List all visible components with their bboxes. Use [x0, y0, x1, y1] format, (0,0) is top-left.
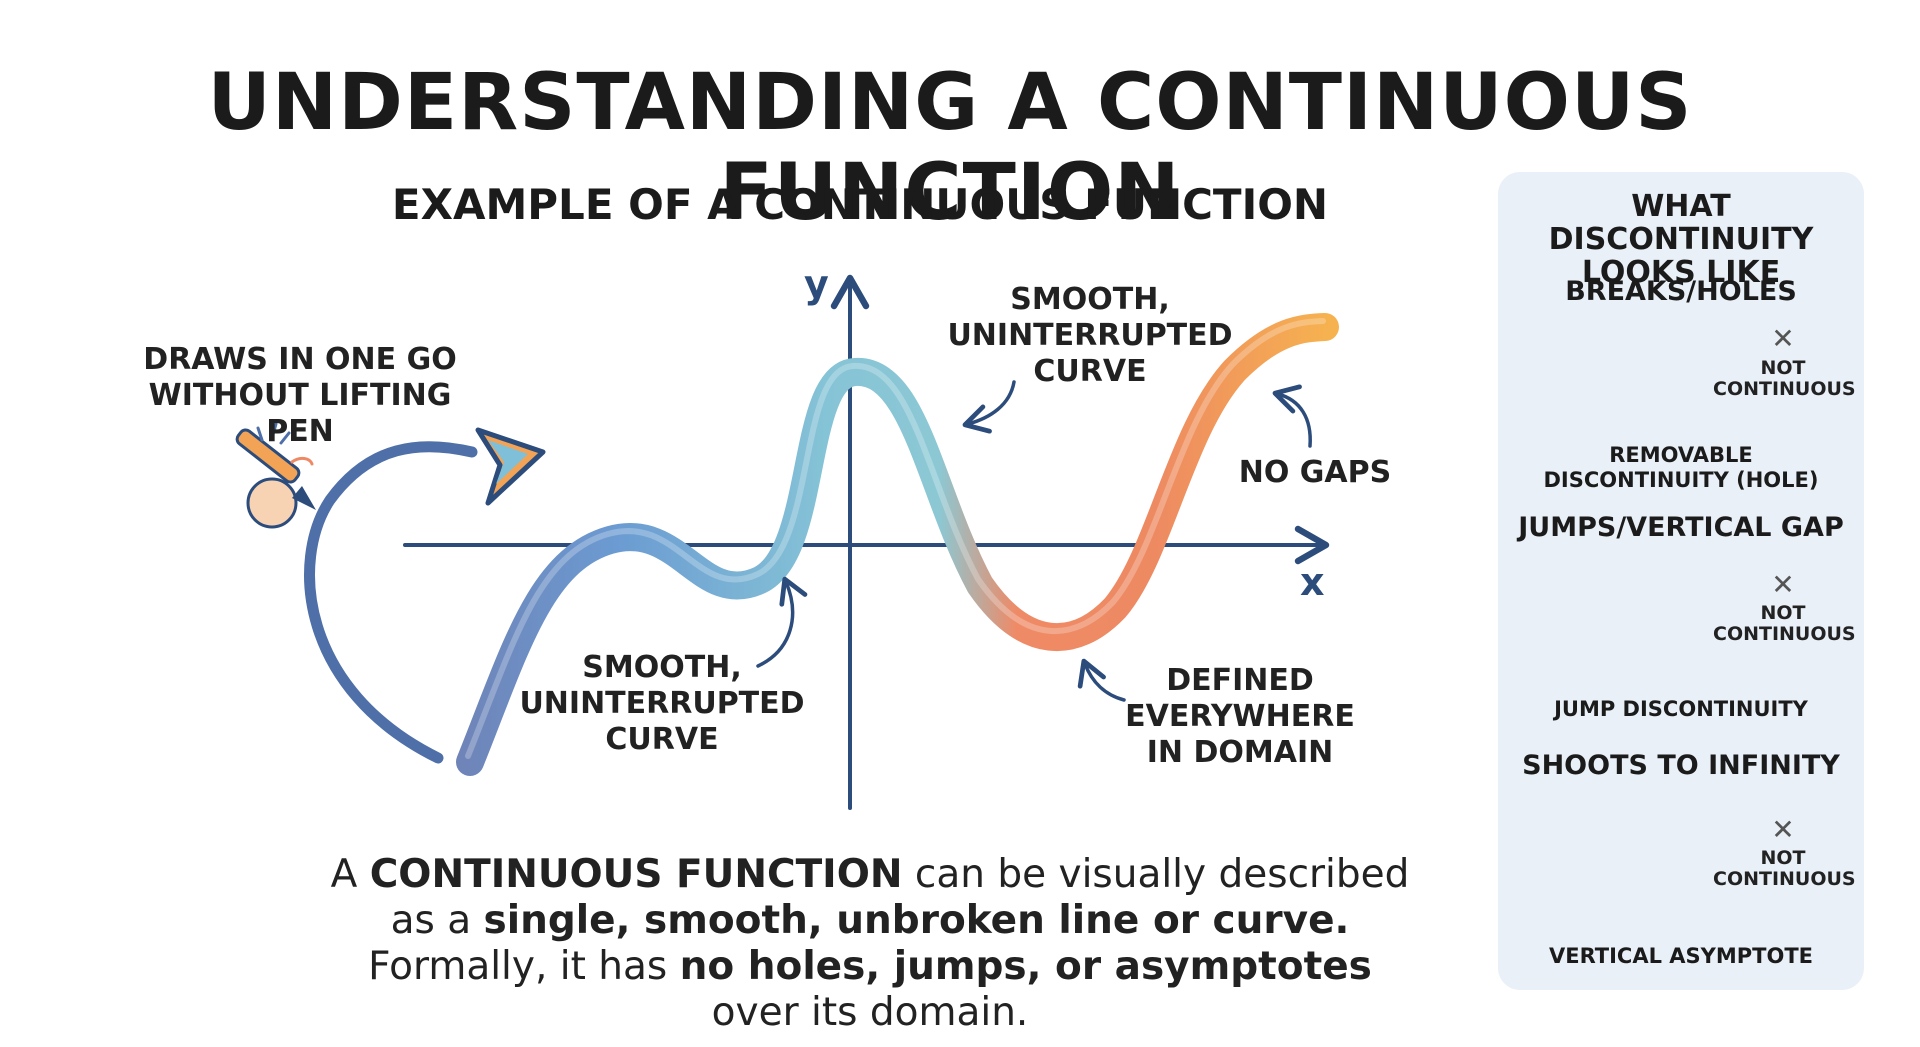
- panel-caption-jumps: JUMP DISCONTINUITY: [1554, 697, 1808, 721]
- page-title: UNDERSTANDING A CONTINUOUS FUNCTION: [207, 58, 1693, 238]
- example-subtitle: EXAMPLE OF A CONTINUOUS FUNCTION: [391, 180, 1329, 229]
- panel-caption-holes: REMOVABLE DISCONTINUITY (HOLE): [1543, 443, 1819, 492]
- callout-arrow-smooth-top: [962, 380, 1016, 434]
- callout-arrow-defined: [1077, 658, 1126, 702]
- discontinuity-panel: [1498, 172, 1864, 990]
- annotation-smooth-bottom: SMOOTH, UNINTERRUPTED CURVE: [519, 650, 805, 757]
- annotation-no-gaps: NO GAPS: [1238, 455, 1392, 490]
- x-mark-icon: ✕: [1771, 813, 1795, 846]
- annotation-smooth-top: SMOOTH, UNINTERRUPTED CURVE: [947, 282, 1233, 389]
- panel-heading-holes: BREAKS/HOLES: [1565, 276, 1797, 307]
- continuous-curve: [456, 313, 1339, 776]
- annotation-defined-everywhere: DEFINED EVERYWHERE IN DOMAIN: [1125, 663, 1355, 770]
- x-mark-icon: ✕: [1771, 568, 1795, 601]
- not-continuous-label-infinity: NOT CONTINUOUS: [1713, 847, 1856, 890]
- callout-arrow-smooth-bottom: [756, 576, 808, 668]
- panel-heading-jumps: JUMPS/VERTICAL GAP: [1518, 512, 1844, 543]
- y-axis-label: y: [804, 262, 829, 306]
- x-axis-label: x: [1300, 560, 1325, 604]
- x-mark-icon: ✕: [1771, 322, 1795, 355]
- not-continuous-label-holes: NOT CONTINUOUS: [1713, 357, 1856, 400]
- panel-heading-infinity: SHOOTS TO INFINITY: [1522, 750, 1840, 781]
- curve-highlight: [465, 318, 1326, 759]
- annotation-draws-in-one-go: DRAWS IN ONE GO WITHOUT LIFTING PEN: [143, 342, 457, 449]
- callout-arrow-no-gaps: [1272, 384, 1312, 448]
- not-continuous-label-jumps: NOT CONTINUOUS: [1713, 602, 1856, 645]
- description-text: A CONTINUOUS FUNCTION can be visually de…: [330, 852, 1410, 1035]
- panel-title: WHAT DISCONTINUITY LOOKS LIKE: [1548, 189, 1814, 290]
- pen-in-hand-icon: [235, 422, 316, 529]
- pen-motion-arrow: [304, 441, 478, 764]
- arrowhead-inner: [488, 440, 528, 484]
- panel-caption-infinity: VERTICAL ASYMPTOTE: [1548, 944, 1814, 968]
